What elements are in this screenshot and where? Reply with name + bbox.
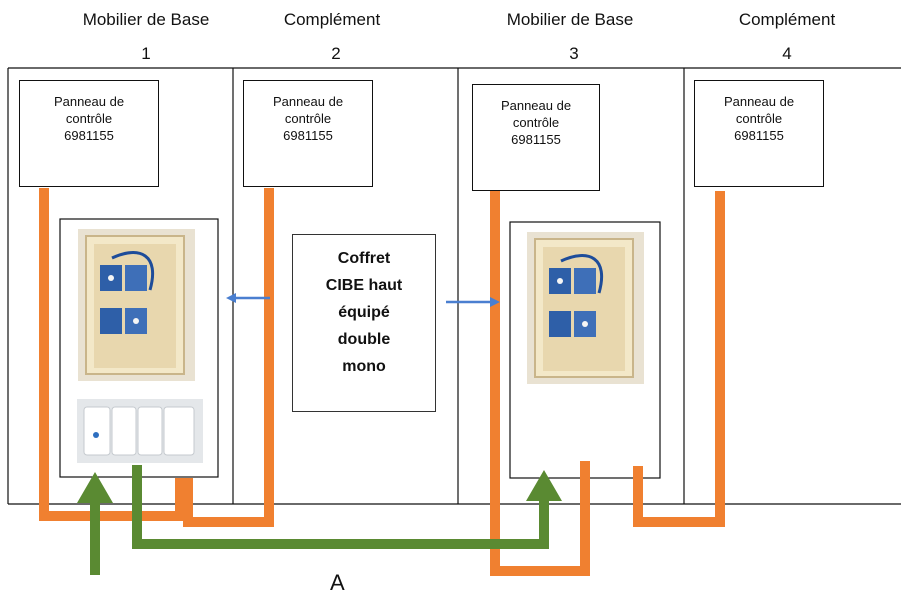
control-panel-2: Panneau de contrôle 6981155 [243, 80, 373, 187]
cibe-description-box: Coffret CIBE haut équipé double mono [292, 234, 436, 412]
green-cable-link [132, 465, 549, 549]
column-title-3: Mobilier de Base [506, 10, 634, 29]
control-panel-3-line2: contrôle [512, 115, 560, 130]
module-frame [7, 67, 901, 505]
control-panel-4-line3: 6981155 [734, 128, 784, 143]
cibe-line-4: double [337, 331, 391, 348]
column-number-3: 3 [569, 44, 579, 63]
column-number-1: 1 [141, 44, 151, 63]
orange-cable-3 [490, 191, 590, 576]
control-panel-2-line2: contrôle [284, 111, 332, 126]
breaker-strip-image [77, 399, 203, 463]
cibe-cabinet-image-1 [78, 229, 195, 381]
cibe-line-1: Coffret [337, 250, 391, 267]
cibe-cabinet-image-3 [527, 232, 644, 384]
label-a: A [330, 570, 345, 595]
orange-cable-4 [633, 191, 725, 527]
control-panel-1-line1: Panneau de [53, 94, 125, 109]
column-title-1: Mobilier de Base [82, 10, 210, 29]
control-panel-1: Panneau de contrôle 6981155 [19, 80, 159, 187]
control-panel-4-line2: contrôle [735, 111, 783, 126]
column-number-2: 2 [331, 44, 341, 63]
column-title-2: Complément [283, 10, 381, 29]
control-panel-4-line1: Panneau de [723, 94, 795, 109]
column-number-4: 4 [782, 44, 792, 63]
control-panel-3-line3: 6981155 [511, 132, 561, 147]
orange-cable-2 [183, 188, 274, 527]
orange-cable-1 [39, 188, 185, 521]
orange-cables [39, 188, 725, 576]
green-arrowhead-1 [77, 472, 113, 503]
green-cables [77, 465, 562, 575]
control-panel-1-line2: contrôle [65, 111, 113, 126]
control-panel-3-line1: Panneau de [500, 98, 572, 113]
blue-arrows [226, 293, 500, 307]
control-panel-2-line3: 6981155 [283, 128, 333, 143]
green-arrowhead-3 [526, 470, 562, 501]
control-panel-3: Panneau de contrôle 6981155 [472, 84, 600, 191]
cibe-line-5: mono [342, 358, 386, 375]
cibe-line-2: CIBE haut [325, 277, 403, 294]
column-title-4: Complément [738, 10, 836, 29]
control-panel-1-line3: 6981155 [64, 128, 114, 143]
control-panel-4: Panneau de contrôle 6981155 [694, 80, 824, 187]
cibe-line-3: équipé [338, 304, 390, 321]
control-panel-2-line1: Panneau de [272, 94, 344, 109]
